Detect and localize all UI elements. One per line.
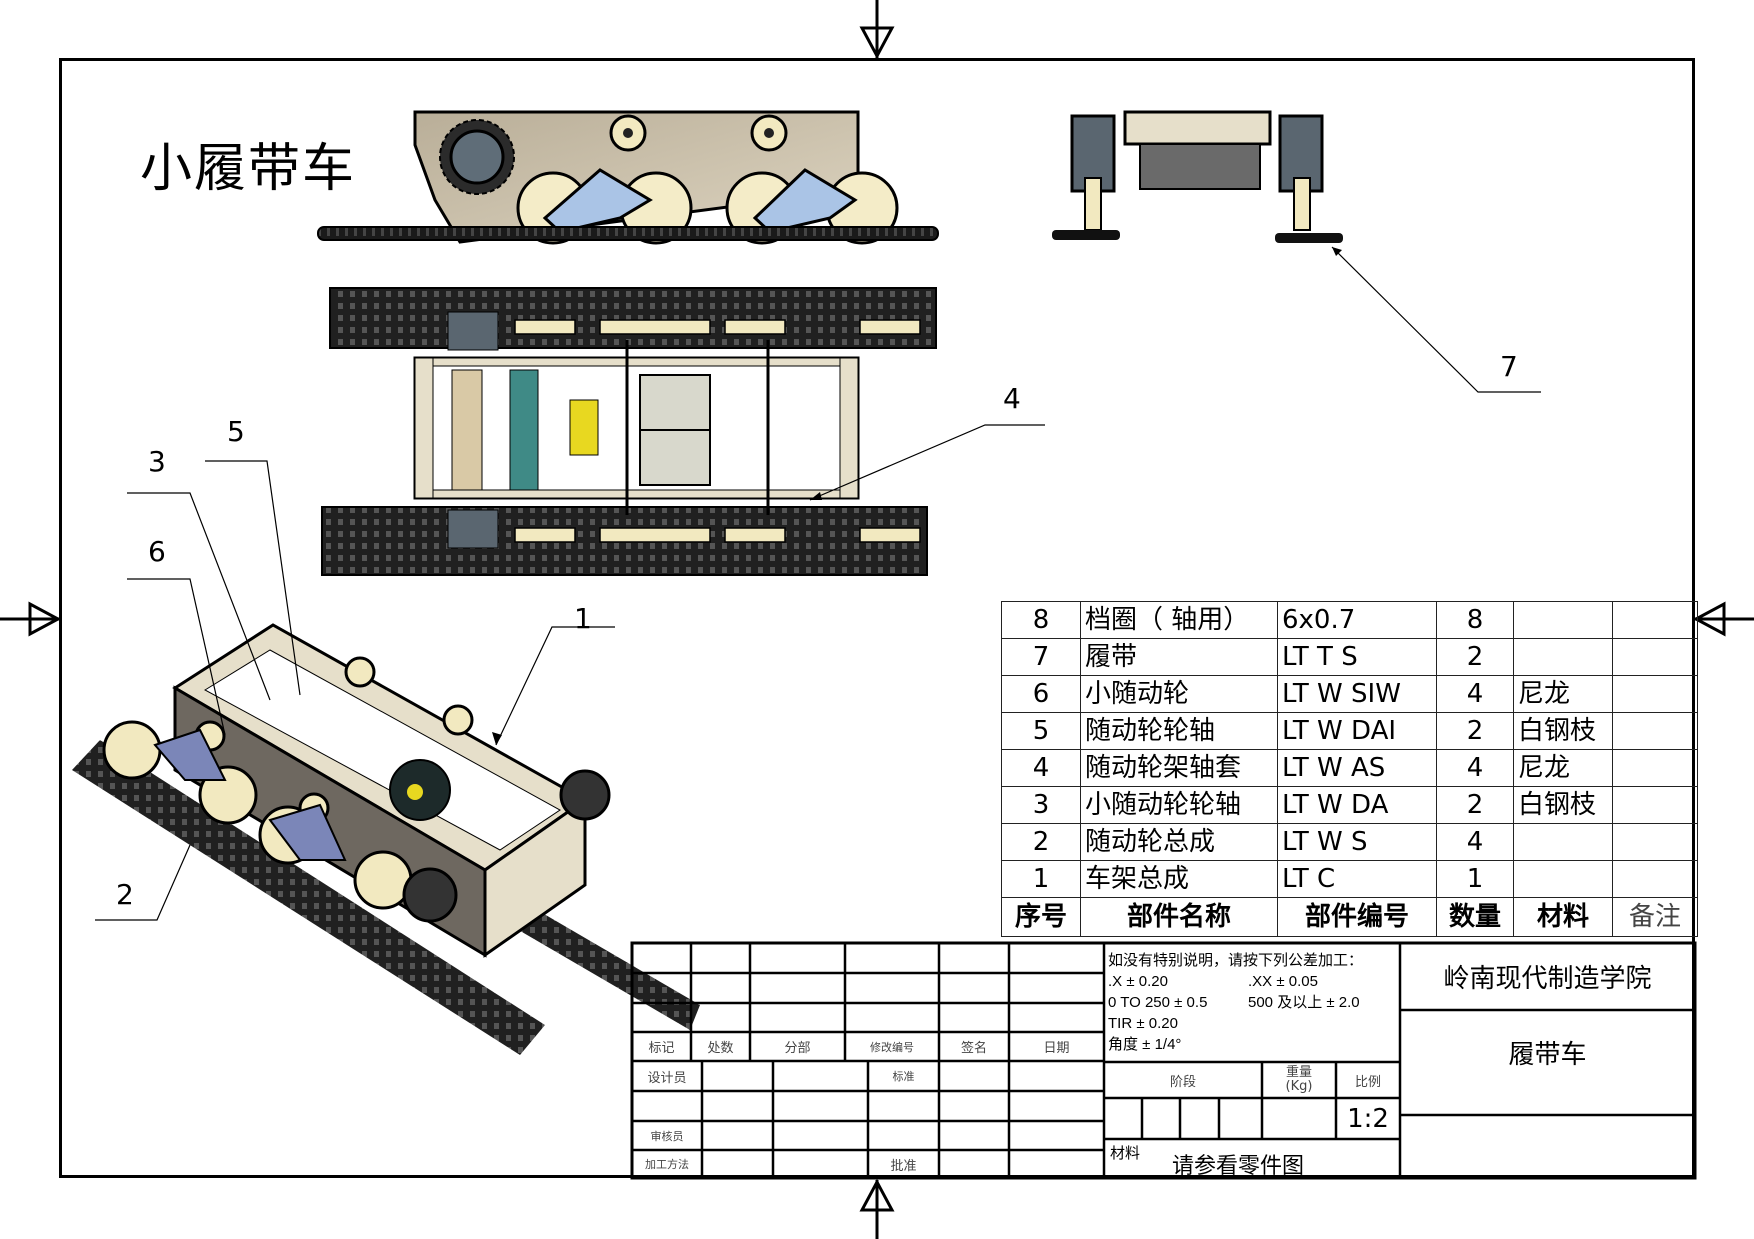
bom-cell-name: 随动轮架轴套 xyxy=(1080,749,1278,787)
bom-cell-name: 随动轮总成 xyxy=(1080,823,1278,861)
organization-name: 岭南现代制造学院 xyxy=(1443,964,1652,994)
tolerance-notes: 如没有特别说明，请按下列公差加工： .X ± 0.20 .XX ± 0.05 0 … xyxy=(1108,950,1363,1055)
callout-5: 5 xyxy=(227,415,245,448)
label-date: 日期 xyxy=(1043,1041,1070,1056)
front-view xyxy=(317,110,939,245)
bom-cell-no: 4 xyxy=(1001,749,1081,787)
bom-cell-no: 2 xyxy=(1001,823,1081,861)
bom-cell-material xyxy=(1513,638,1613,676)
bom-header-no: 序号 xyxy=(1001,897,1081,937)
label-revision-no: 修改编号 xyxy=(870,1040,914,1054)
weight-unit: (Kg) xyxy=(1285,1079,1313,1094)
bom-cell-code: LT W DAI xyxy=(1277,712,1437,750)
bom-cell-code: LT T S xyxy=(1277,638,1437,676)
tolerance-x: .X ± 0.20 xyxy=(1108,973,1168,990)
callout-6: 6 xyxy=(148,535,166,568)
bom-cell-qty: 1 xyxy=(1436,860,1514,898)
bom-cell-material xyxy=(1513,823,1613,861)
label-signature: 签名 xyxy=(960,1041,987,1056)
bom-cell-code: LT W S xyxy=(1277,823,1437,861)
bom-cell-code: LT W SIW xyxy=(1277,675,1437,713)
label-weight: 重量 (Kg) xyxy=(1262,1062,1336,1098)
scale-value: 1:2 xyxy=(1347,1103,1389,1134)
tolerance-tir: TIR ± 0.20 xyxy=(1108,1015,1178,1032)
bom-cell-note xyxy=(1612,675,1698,713)
bom-cell-note xyxy=(1612,712,1698,750)
bom-cell-note xyxy=(1612,638,1698,676)
label-count: 处数 xyxy=(707,1041,734,1056)
tolerance-intro: 如没有特别说明，请按下列公差加工： xyxy=(1108,952,1364,969)
label-section: 分部 xyxy=(784,1041,811,1056)
callout-2: 2 xyxy=(116,878,134,911)
tolerance-xx: .XX ± 0.05 xyxy=(1248,973,1318,990)
bom-header-row: 序号 部件名称 部件编号 数量 材料 备注 xyxy=(1001,897,1698,937)
label-stage: 阶段 xyxy=(1169,1074,1196,1090)
tolerance-range2: 500 及以上 ± 2.0 xyxy=(1248,994,1360,1011)
label-reviewer: 审核员 xyxy=(650,1129,684,1143)
material-value: 请参看零件图 xyxy=(1172,1154,1305,1179)
part-title: 履带车 xyxy=(1508,1040,1587,1070)
label-process: 加工方法 xyxy=(645,1158,689,1171)
callout-1: 1 xyxy=(574,602,592,635)
bom-cell-code: 6x0.7 xyxy=(1277,601,1437,639)
label-scale: 比例 xyxy=(1354,1074,1381,1090)
weight-label: 重量 xyxy=(1285,1065,1312,1080)
bom-cell-qty: 4 xyxy=(1436,675,1514,713)
bom-cell-material: 尼龙 xyxy=(1513,749,1613,787)
label-mark: 标记 xyxy=(648,1041,675,1056)
tolerance-range1: 0 TO 250 ± 0.5 xyxy=(1108,994,1208,1011)
bom-cell-name: 履带 xyxy=(1080,638,1278,676)
bom-cell-code: LT W DA xyxy=(1277,786,1437,824)
isometric-view xyxy=(72,623,700,1055)
bom-cell-material: 白钢枝 xyxy=(1513,712,1613,750)
bom-cell-name: 档圈（ 轴用） xyxy=(1080,601,1278,639)
top-view xyxy=(321,287,937,576)
bom-header-material: 材料 xyxy=(1513,897,1613,937)
label-approve: 批准 xyxy=(890,1158,917,1174)
leader-lines xyxy=(95,246,1541,921)
callout-7: 7 xyxy=(1500,350,1518,383)
side-view xyxy=(1052,110,1343,243)
bom-cell-note xyxy=(1612,860,1698,898)
bom-cell-no: 1 xyxy=(1001,860,1081,898)
callout-3: 3 xyxy=(148,445,166,478)
bom-cell-name: 小随动轮轮轴 xyxy=(1080,786,1278,824)
drawing-title: 小履带车 xyxy=(140,139,357,199)
bom-cell-code: LT C xyxy=(1277,860,1437,898)
bom-cell-material: 尼龙 xyxy=(1513,675,1613,713)
label-standard: 标准 xyxy=(892,1070,915,1083)
bom-cell-qty: 2 xyxy=(1436,638,1514,676)
bom-cell-qty: 4 xyxy=(1436,823,1514,861)
bom-cell-material: 白钢枝 xyxy=(1513,786,1613,824)
bom-header-note: 备注 xyxy=(1612,897,1698,937)
tolerance-angle: 角度 ± 1/4° xyxy=(1108,1036,1182,1053)
label-designer: 设计员 xyxy=(647,1070,687,1086)
bom-cell-no: 8 xyxy=(1001,601,1081,639)
callout-4: 4 xyxy=(1003,382,1021,415)
bom-cell-material xyxy=(1513,601,1613,639)
bom-cell-no: 7 xyxy=(1001,638,1081,676)
label-material: 材料 xyxy=(1110,1144,1141,1162)
bom-header-name: 部件名称 xyxy=(1080,897,1278,937)
bom-header-qty: 数量 xyxy=(1436,897,1514,937)
